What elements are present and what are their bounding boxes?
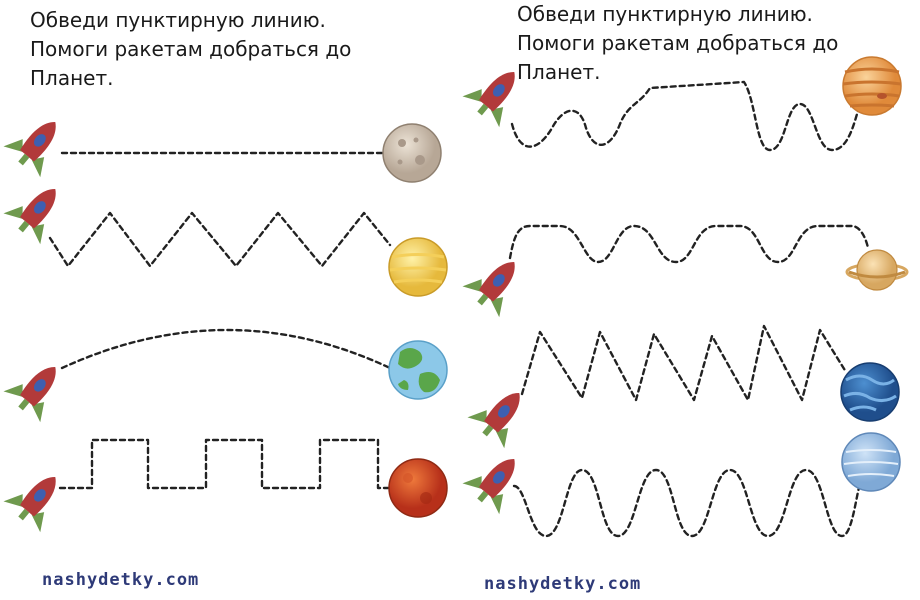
track-arc[interactable] [2, 328, 448, 424]
rocket-icon [461, 246, 533, 319]
rocket-icon [2, 461, 74, 534]
moon-planet-icon [382, 123, 442, 183]
track-zigzag[interactable] [2, 173, 448, 297]
track-wave-plateau[interactable] [461, 56, 902, 152]
uranus-planet-icon [841, 432, 901, 492]
saturn-planet-icon [845, 249, 909, 291]
rocket-icon [461, 56, 533, 129]
instruction-text-left: Обведи пунктирную линию. Помоги ракетам … [30, 8, 352, 90]
track-straight[interactable] [2, 106, 442, 183]
instruction-text-right: Обведи пунктирную линию. Помоги ракетам … [517, 2, 839, 84]
track-zigzag-tall[interactable] [466, 324, 900, 450]
site-credit-left: nashydetky.com [42, 570, 200, 590]
rocket-icon [2, 173, 74, 246]
mars-planet-icon [388, 458, 448, 518]
rocket-icon [461, 443, 533, 516]
track-wave-flat[interactable] [461, 224, 909, 319]
track-square-wave[interactable] [2, 438, 448, 534]
jupiter-planet-icon [842, 56, 902, 116]
venus-planet-icon [388, 237, 448, 297]
neptune-planet-icon [840, 362, 900, 422]
track-wave-long[interactable] [461, 432, 901, 538]
rocket-icon [466, 377, 538, 450]
site-credit-right: nashydetky.com [484, 574, 642, 594]
earth-planet-icon [388, 340, 448, 400]
rocket-icon [2, 106, 74, 179]
rocket-icon [2, 351, 74, 424]
